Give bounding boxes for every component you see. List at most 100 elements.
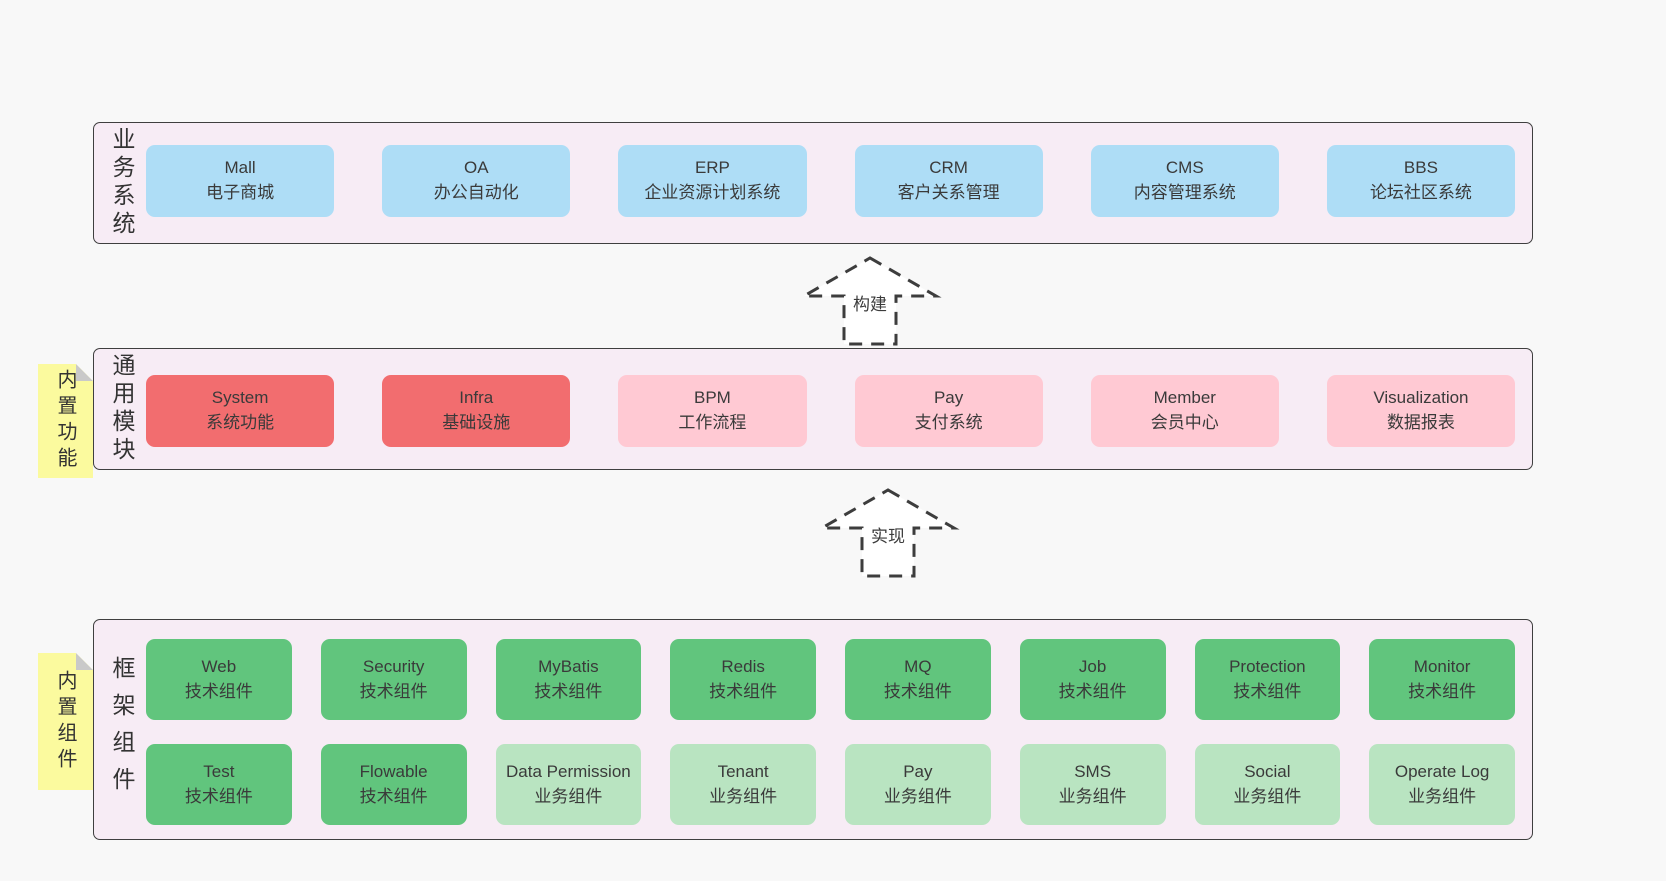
box-subtitle: 技术组件 xyxy=(1058,681,1127,701)
box-title: Pay xyxy=(933,388,964,408)
box-subtitle: 业务组件 xyxy=(1058,786,1127,806)
module-box-bbs: BBS 论坛社区系统 xyxy=(1326,145,1516,217)
module-box-erp: ERP 企业资源计划系统 xyxy=(618,145,807,217)
module-box-visualization: Visualization 数据报表 xyxy=(1326,375,1516,447)
common-modules-row: System 系统功能 Infra 基础设施 BPM 工作流程 Pay 支付系统 Member 会… xyxy=(146,375,1516,447)
module-box-job: Job 技术组件 xyxy=(1019,639,1166,720)
module-box-operate-log: Operate Log 业务组件 xyxy=(1369,744,1515,825)
module-box-system: System 系统功能 xyxy=(146,375,335,447)
box-title: Security xyxy=(362,656,425,676)
box-subtitle: 基础设施 xyxy=(442,413,511,432)
module-box-pay: Pay 业务组件 xyxy=(845,744,991,825)
box-title: Tenant xyxy=(717,761,769,781)
module-box-sms: SMS 业务组件 xyxy=(1019,744,1166,825)
sticky-note-text: 内置组件 xyxy=(54,669,76,774)
module-box-bpm: BPM 工作流程 xyxy=(618,375,807,447)
box-title: Web xyxy=(201,656,237,676)
build-arrow: 构建 xyxy=(798,256,942,346)
box-title: SMS xyxy=(1074,761,1112,781)
box-subtitle: 业务组件 xyxy=(883,786,952,806)
box-subtitle: 会员中心 xyxy=(1150,413,1219,432)
sticky-note-builtin-components: 内置组件 xyxy=(38,653,93,790)
box-title: Job xyxy=(1078,656,1107,676)
box-subtitle: 内容管理系统 xyxy=(1133,183,1236,202)
box-subtitle: 业务组件 xyxy=(709,786,778,806)
box-subtitle: 技术组件 xyxy=(883,681,952,701)
box-title: Infra xyxy=(459,388,494,408)
module-box-flowable: Flowable 技术组件 xyxy=(320,744,467,825)
box-title: Flowable xyxy=(359,761,428,781)
box-title: Protection xyxy=(1229,656,1306,676)
box-title: ERP xyxy=(694,158,730,178)
box-subtitle: 支付系统 xyxy=(914,413,983,432)
box-title: Data Permission xyxy=(506,761,631,781)
box-title: MQ xyxy=(904,656,932,676)
sticky-fold-corner-icon xyxy=(76,653,93,670)
box-title: Test xyxy=(203,761,235,781)
module-box-protection: Protection 技术组件 xyxy=(1194,639,1341,720)
box-title: BPM xyxy=(694,388,731,408)
box-title: MyBatis xyxy=(538,656,599,676)
box-subtitle: 技术组件 xyxy=(359,786,428,806)
band-common-modules: 通用模块 System 系统功能 Infra 基础设施 BPM 工作流程 Pay 支付系统 Me… xyxy=(93,348,1533,470)
module-box-pay: Pay 支付系统 xyxy=(854,375,1043,447)
box-subtitle: 技术组件 xyxy=(534,681,603,701)
box-subtitle: 业务组件 xyxy=(1408,786,1477,806)
box-subtitle: 技术组件 xyxy=(184,786,253,806)
band-label-common-modules: 通用模块 xyxy=(109,353,135,465)
module-box-crm: CRM 客户关系管理 xyxy=(854,145,1043,217)
business-systems-row: Mall 电子商城 OA 办公自动化 ERP 企业资源计划系统 CRM 客户关系管理 CMS 内容… xyxy=(146,145,1516,217)
box-title: OA xyxy=(463,158,489,178)
box-title: Operate Log xyxy=(1394,761,1490,781)
sticky-note-text: 内置功能 xyxy=(54,369,76,473)
box-title: Member xyxy=(1153,388,1216,408)
box-subtitle: 电子商城 xyxy=(206,183,275,202)
module-box-member: Member 会员中心 xyxy=(1090,375,1279,447)
box-subtitle: 业务组件 xyxy=(534,786,603,806)
build-arrow-label: 构建 xyxy=(853,295,887,314)
box-title: Monitor xyxy=(1413,656,1471,676)
band-label-framework-components: 框架组件 xyxy=(109,655,135,804)
module-box-mq: MQ 技术组件 xyxy=(845,639,991,720)
module-box-cms: CMS 内容管理系统 xyxy=(1090,145,1279,217)
box-title: Visualization xyxy=(1373,388,1469,408)
box-subtitle: 技术组件 xyxy=(359,681,428,701)
box-title: CRM xyxy=(929,158,968,178)
box-subtitle: 技术组件 xyxy=(1233,681,1302,701)
box-title: Pay xyxy=(903,761,933,781)
box-subtitle: 工作流程 xyxy=(678,413,747,432)
module-box-mybatis: MyBatis 技术组件 xyxy=(495,639,642,720)
box-subtitle: 办公自动化 xyxy=(433,183,519,202)
box-title: CMS xyxy=(1165,158,1204,178)
build-arrow-shape xyxy=(798,256,942,346)
module-box-monitor: Monitor 技术组件 xyxy=(1369,639,1515,720)
box-subtitle: 业务组件 xyxy=(1233,786,1302,806)
box-subtitle: 系统功能 xyxy=(206,413,275,432)
box-subtitle: 技术组件 xyxy=(1408,681,1477,701)
implement-arrow: 实现 xyxy=(816,488,960,578)
module-box-tenant: Tenant 业务组件 xyxy=(670,744,816,825)
module-box-security: Security 技术组件 xyxy=(320,639,467,720)
module-box-test: Test 技术组件 xyxy=(146,744,292,825)
box-subtitle: 论坛社区系统 xyxy=(1369,183,1472,202)
box-title: BBS xyxy=(1403,158,1438,178)
module-box-oa: OA 办公自动化 xyxy=(382,145,571,217)
sticky-fold-corner-icon xyxy=(76,364,93,381)
box-subtitle: 技术组件 xyxy=(709,681,778,701)
module-box-data-permission: Data Permission 业务组件 xyxy=(495,744,642,825)
implement-arrow-shape xyxy=(816,488,960,578)
box-subtitle: 客户关系管理 xyxy=(897,183,1000,202)
module-box-redis: Redis 技术组件 xyxy=(670,639,816,720)
module-box-web: Web 技术组件 xyxy=(146,639,292,720)
box-title: System xyxy=(211,388,269,408)
box-title: Mall xyxy=(224,158,256,178)
box-subtitle: 数据报表 xyxy=(1386,413,1455,432)
box-title: Redis xyxy=(721,656,765,676)
implement-arrow-label: 实现 xyxy=(871,527,905,546)
box-subtitle: 企业资源计划系统 xyxy=(644,183,781,202)
box-subtitle: 技术组件 xyxy=(184,681,253,701)
